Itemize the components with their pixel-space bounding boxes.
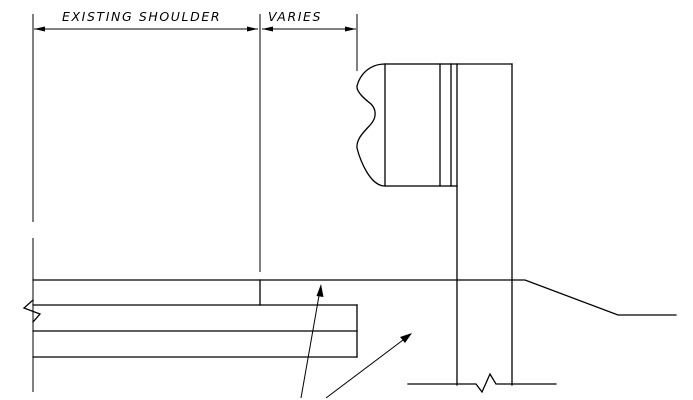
w-beam-rail [356, 63, 458, 187]
ground-profile [32, 279, 677, 316]
extension-lines [32, 14, 358, 392]
arrowhead-icon [400, 333, 412, 343]
arrowhead-right-icon [247, 26, 258, 32]
dimension-existing-shoulder: EXISTING SHOULDER [34, 9, 258, 32]
varies-label: VARIES [268, 9, 322, 24]
ground-surface-and-slope [32, 279, 677, 316]
blockout [384, 63, 458, 187]
leader-line-shoulder [300, 289, 321, 399]
w-beam-profile [356, 63, 386, 187]
leader-arrows [300, 284, 412, 399]
pavement-layers [22, 279, 358, 358]
arrowhead-icon [316, 284, 324, 297]
break-line-icon [22, 299, 42, 323]
arrowhead-left-icon [34, 26, 45, 32]
guardrail-post [456, 63, 513, 386]
dimension-varies: VARIES [262, 9, 356, 32]
arrowhead-left-icon [262, 26, 273, 32]
arrowhead-right-icon [345, 26, 356, 32]
leader-line-fill [325, 336, 408, 399]
break-line-icon [407, 372, 557, 394]
existing-shoulder-label: EXISTING SHOULDER [62, 9, 221, 24]
post-ground-break [407, 372, 557, 394]
